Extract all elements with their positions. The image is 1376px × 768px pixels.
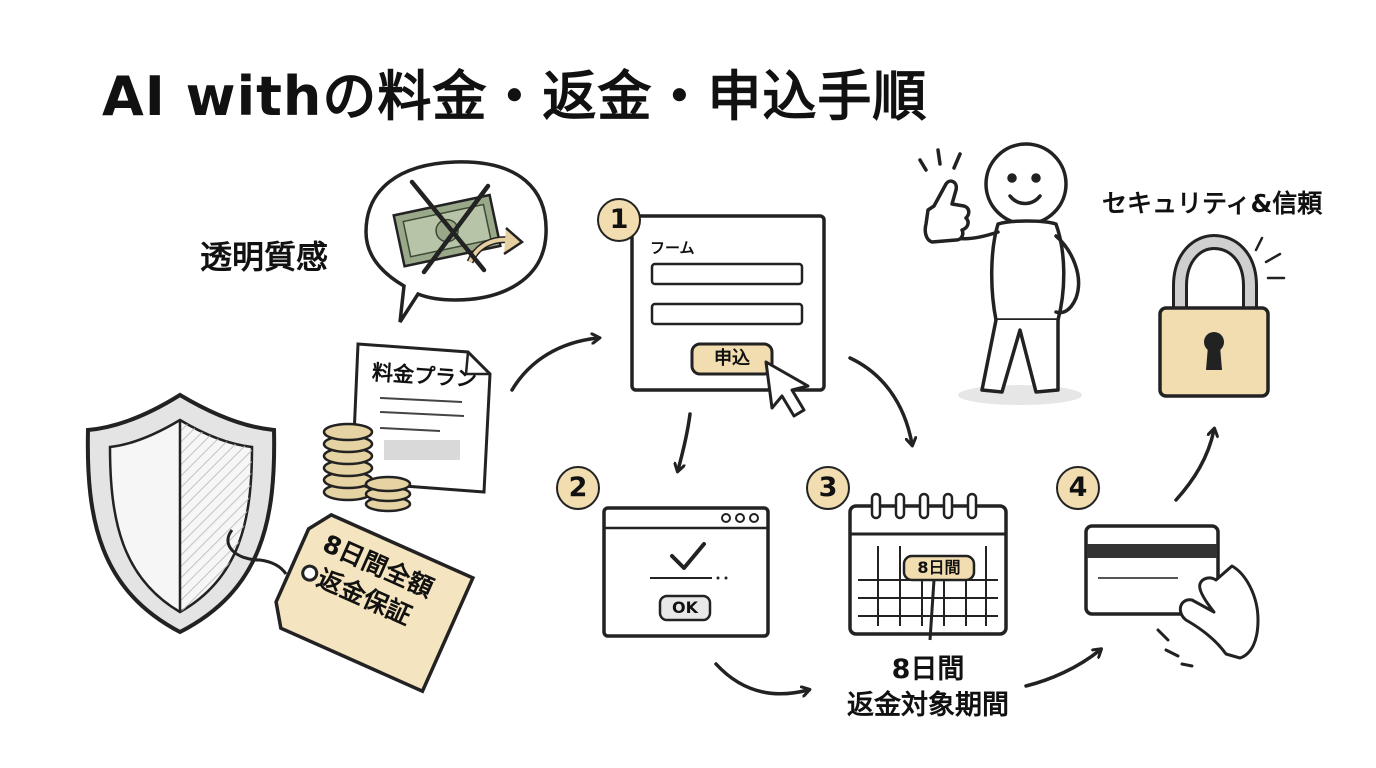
browser-window-icon: [602, 506, 770, 638]
arrow-icon: [678, 412, 692, 470]
step-3-badge: 3: [806, 466, 850, 510]
arrow-icon: [848, 356, 912, 444]
money-crossed-icon: [392, 179, 525, 275]
form-label: フーム: [650, 239, 695, 257]
refund-period-label: 8日間 返金対象期間: [818, 652, 1038, 724]
check-icon: [670, 542, 706, 570]
step-2-badge: 2: [556, 466, 600, 510]
transparency-label: 透明質感: [200, 238, 329, 276]
form-window-icon: [630, 214, 826, 392]
refund-period-text: 返金対象期間: [847, 690, 1009, 721]
arrow-icon: [1174, 430, 1214, 502]
cursor-icon: [764, 360, 810, 418]
document-icon: [350, 342, 492, 494]
step-4-badge: 4: [1056, 466, 1100, 510]
page-title: AI withの料金・返金・申込手順: [102, 65, 928, 128]
arrow-icon: [1024, 650, 1100, 688]
calendar-period-tag: 8日間: [917, 558, 961, 577]
step-1-badge: 1: [597, 198, 641, 242]
coins-icon: [322, 422, 412, 513]
arrow-icon: [510, 338, 598, 392]
shield-icon: [85, 392, 277, 635]
refund-period-days: 8日間: [891, 654, 965, 685]
ok-button: OK: [672, 598, 698, 617]
person-thumbs-up-icon: [918, 142, 1082, 405]
hand-icon: [1156, 564, 1260, 668]
security-trust-label: セキュリティ&信頼: [1102, 189, 1323, 218]
guarantee-tag-icon: [226, 512, 476, 694]
arrow-icon: [714, 662, 808, 694]
padlock-icon: [1158, 233, 1286, 398]
flow-arrows: [510, 338, 1214, 694]
credit-card-icon: [1084, 524, 1220, 616]
calendar-icon: [848, 492, 1008, 641]
apply-button: 申込: [714, 348, 750, 369]
